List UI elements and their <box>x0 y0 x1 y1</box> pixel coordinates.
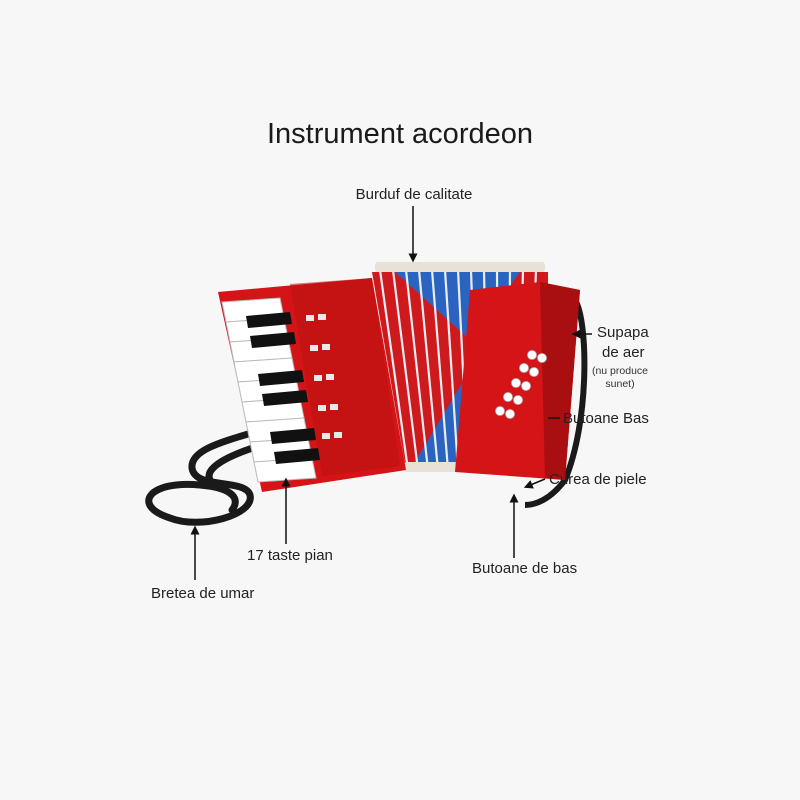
label-bass-buttons-bottom: Butoane de bas <box>472 560 578 577</box>
label-air-valve-line1: Supapa <box>597 324 649 341</box>
bass-body <box>455 282 580 480</box>
label-air-valve-note-line1: (nu produce <box>591 365 649 377</box>
leather-strap-leader <box>523 478 546 489</box>
leather-strap-graphic <box>524 298 588 508</box>
label-piano-keys: 17 taste pian <box>247 547 333 564</box>
keyboard-body <box>218 278 406 492</box>
label-bass-buttons-right: Butoane Bas <box>563 410 649 427</box>
label-air-valve-line2: de aer <box>602 344 645 361</box>
label-leather-strap: Curea de piele <box>549 471 647 488</box>
label-bellows: Burduf de calitate <box>355 186 473 203</box>
diagram-title: Instrument acordeon <box>267 118 533 150</box>
label-shoulder-strap: Bretea de umar <box>151 585 255 602</box>
label-air-valve-note-line2: sunet) <box>605 378 635 390</box>
